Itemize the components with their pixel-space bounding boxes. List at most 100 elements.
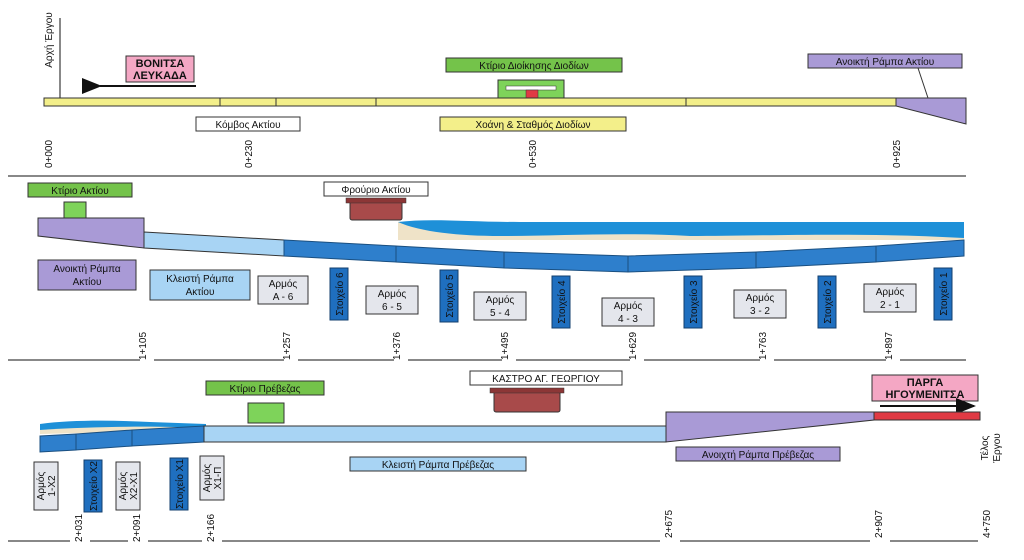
fort-aktio-label: Φρούριο Ακτίου — [341, 184, 410, 196]
svg-text:Στοιχείο 2: Στοιχείο 2 — [822, 280, 834, 324]
direction-label-vonitsa: ΒΟΝΙΤΣΑ — [136, 58, 185, 70]
joint-4-3: Αρμός 4 - 3 — [601, 297, 655, 327]
aktio-building-label: Κτίριο Ακτίου — [51, 185, 108, 197]
svg-text:Α - 6: Α - 6 — [273, 292, 294, 303]
segment-label-x1: Στοιχείο Χ1 — [169, 457, 189, 511]
svg-text:Στοιχείο 3: Στοιχείο 3 — [688, 280, 700, 324]
project-start-label: Αρχή Έργου — [43, 12, 55, 68]
castle-label-box — [469, 370, 623, 386]
open-ramp-aktio-label-box — [807, 53, 963, 69]
segment-label-2: Στοιχείο 2 — [817, 275, 837, 329]
open-ramp-aktio-label-1: Ανοικτή Ράμπα — [53, 263, 121, 275]
toll-station-label-box — [439, 116, 627, 132]
section-1: Αρχή Έργου ΒΟΝΙΤΣΑ ΛΕΥΚΑΔΑ Κτίριο Διοίκη… — [8, 12, 967, 177]
joint-x1-p: Αρμός Χ1-Π — [199, 455, 225, 501]
chainage-0-000: 0+000 — [44, 140, 55, 169]
tunnel-segment-1 — [875, 239, 965, 263]
open-ramp-aktio-label: Ανοικτή Ράμπα Ακτίου — [836, 56, 934, 68]
chainage-2-031: 2+031 — [74, 514, 85, 543]
segment-label-x2: Στοιχείο Χ2 — [83, 459, 103, 513]
road-yellow — [43, 97, 897, 107]
svg-text:4 - 3: 4 - 3 — [618, 314, 638, 325]
chainage-2-091: 2+091 — [132, 514, 143, 543]
joint-2-1: Αρμός 2 - 1 — [863, 283, 917, 313]
segment-label-3: Στοιχείο 3 — [683, 275, 703, 329]
tunnel-segment-1-end — [39, 433, 77, 453]
svg-text:1-Χ2: 1-Χ2 — [47, 475, 58, 497]
open-ramp-preveza-label: Ανοιχτή Ράμπα Πρέβεζας — [702, 449, 814, 461]
chainage-1-763: 1+763 — [758, 332, 769, 361]
svg-text:Αρμός: Αρμός — [876, 286, 905, 298]
svg-text:Αρμός: Αρμός — [201, 464, 213, 493]
chainage-1-629: 1+629 — [628, 332, 639, 361]
tunnel-segment-x1 — [131, 425, 205, 447]
open-ramp-preveza-label-box — [675, 446, 841, 462]
section-2: Κτίριο Ακτίου Φρούριο Ακτίου Ανοικτή Ράμ… — [8, 181, 966, 361]
svg-text:Αρμός: Αρμός — [269, 278, 298, 290]
svg-text:Αρμός: Αρμός — [35, 472, 47, 501]
preveza-building-icon — [247, 402, 285, 424]
svg-text:Χ2-Χ1: Χ2-Χ1 — [129, 472, 140, 500]
svg-text:Στοιχείο 5: Στοιχείο 5 — [444, 274, 456, 318]
tunnel-segment-4 — [503, 251, 629, 273]
joint-x2-x1: Αρμός Χ2-Χ1 — [115, 461, 141, 511]
tunnel-segment-5 — [395, 245, 505, 269]
chainage-0-230: 0+230 — [244, 140, 255, 169]
sand-bank — [398, 222, 964, 240]
closed-ramp-aktio-label-1: Κλειστή Ράμπα — [166, 273, 234, 285]
svg-text:2 - 1: 2 - 1 — [880, 300, 900, 311]
aktio-building-label-box — [27, 182, 133, 198]
open-ramp-aktio — [37, 217, 145, 249]
direction-label-lefkada: ΛΕΥΚΑΔΑ — [133, 70, 187, 82]
joint-a-6: Αρμός Α - 6 — [257, 275, 309, 305]
svg-text:Στοιχείο 1: Στοιχείο 1 — [938, 272, 950, 316]
aktio-building-icon — [63, 201, 87, 219]
svg-text:Στοιχείο 6: Στοιχείο 6 — [334, 272, 346, 316]
svg-text:Αρμός: Αρμός — [486, 294, 515, 306]
segment-label-4: Στοιχείο 4 — [551, 275, 571, 329]
preveza-building-label-box — [205, 380, 325, 396]
svg-text:6 - 5: 6 - 5 — [382, 302, 402, 313]
tunnel-segment-x2 — [75, 429, 133, 451]
segment-label-1: Στοιχείο 1 — [933, 267, 953, 321]
sea-surface — [398, 220, 964, 238]
segment-label-5: Στοιχείο 5 — [439, 269, 459, 323]
chainage-0-530: 0+530 — [528, 140, 539, 169]
road-red — [873, 411, 981, 421]
tunnel-segment-2 — [755, 245, 877, 269]
chainage-0-925: 0+925 — [892, 140, 903, 169]
direction-label-box-vonitsa — [125, 55, 195, 83]
svg-text:Στοιχείο Χ1: Στοιχείο Χ1 — [174, 459, 186, 509]
node-aktio-label-box — [195, 116, 301, 132]
joint-1-x2: Αρμός 1-Χ2 — [33, 461, 59, 511]
direction-label-box-parga — [871, 374, 979, 402]
project-end-label-1: Τέλος — [979, 435, 991, 460]
toll-building-label-box — [445, 57, 623, 73]
open-ramp-aktio-label-box — [37, 259, 137, 291]
joint-5-4: Αρμός 5 - 4 — [473, 291, 527, 321]
chainage-2-907: 2+907 — [874, 510, 885, 539]
svg-text:Αρμός: Αρμός — [117, 472, 129, 501]
preveza-building-label: Κτίριο Πρέβεζας — [229, 383, 300, 395]
svg-text:5 - 4: 5 - 4 — [490, 308, 510, 319]
chainage-1-495: 1+495 — [500, 332, 511, 361]
joint-6-5: Αρμός 6 - 5 — [365, 285, 419, 315]
joint-3-2: Αρμός 3 - 2 — [733, 289, 787, 319]
open-ramp-aktio-label-2: Ακτίου — [73, 276, 102, 288]
svg-text:Αρμός: Αρμός — [378, 288, 407, 300]
open-ramp-preveza — [665, 411, 875, 443]
chainage-1-257: 1+257 — [282, 332, 293, 361]
svg-text:Χ1-Π: Χ1-Π — [213, 467, 224, 490]
tunnel-segment-6 — [283, 239, 397, 263]
closed-ramp-preveza-label-box — [349, 456, 527, 472]
project-end-label-2: Έργου — [992, 433, 1003, 464]
svg-text:3 - 2: 3 - 2 — [750, 306, 770, 317]
fort-aktio-label-box — [323, 181, 429, 197]
closed-ramp-aktio-label-2: Ακτίου — [186, 286, 215, 298]
segment-label-6: Στοιχείο 6 — [329, 267, 349, 321]
svg-text:Αρμός: Αρμός — [746, 292, 775, 304]
chainage-2-675: 2+675 — [664, 510, 675, 539]
closed-ramp-aktio — [143, 231, 285, 257]
